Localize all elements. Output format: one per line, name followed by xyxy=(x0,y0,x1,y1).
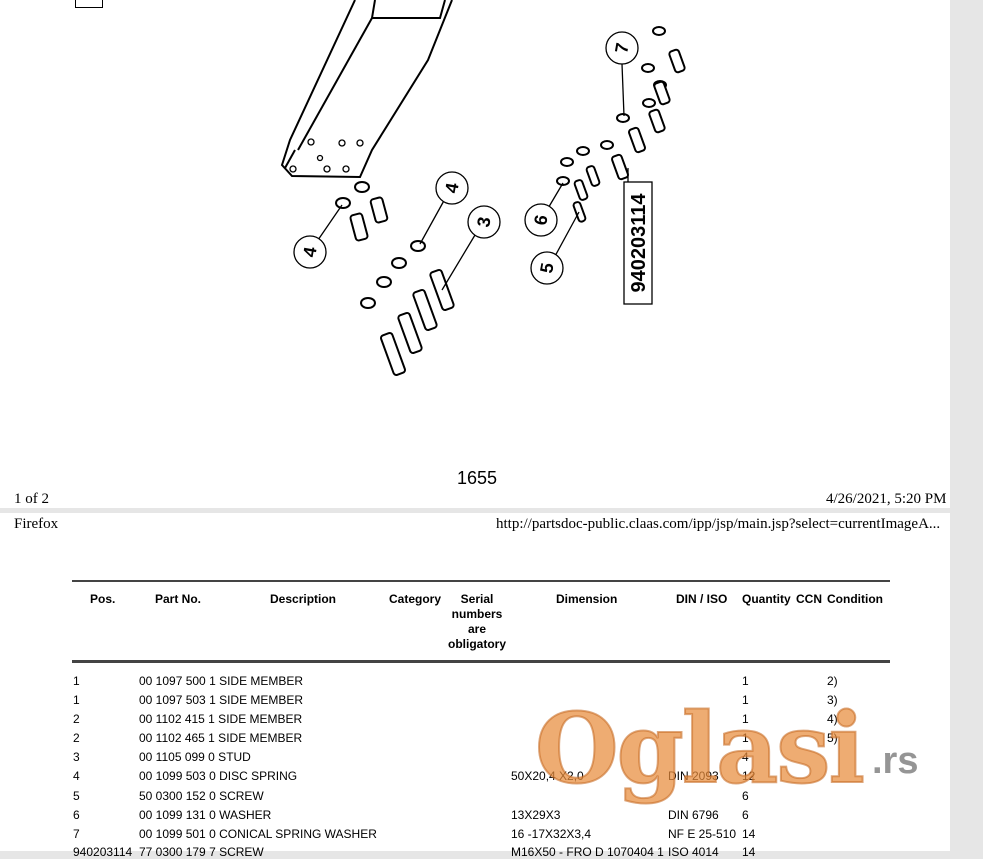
row-din: DIN 6796 xyxy=(668,808,719,822)
col-part-no: Part No. xyxy=(155,592,202,606)
pdf-page-2 xyxy=(0,513,950,851)
callout-7: 7 xyxy=(611,41,632,54)
row-pos: 4 xyxy=(73,769,80,783)
col-pos: Pos. xyxy=(90,592,116,606)
footer-page-count: 1 of 2 xyxy=(14,491,49,507)
row-qty: 1 xyxy=(742,674,749,688)
row-pos: 2 xyxy=(73,712,80,726)
pdf-page-1 xyxy=(0,0,950,508)
row-part: 00 1102 465 1 SIDE MEMBER xyxy=(139,731,303,745)
col-condition: Condition xyxy=(827,592,883,606)
callout-6: 6 xyxy=(530,213,551,226)
row-qty: 6 xyxy=(742,808,749,822)
header-url: http://partsdoc-public.claas.com/ipp/jsp… xyxy=(496,516,941,532)
row-din: NF E 25-510 xyxy=(668,827,737,841)
row-pos: 7 xyxy=(73,827,80,841)
col-serial: Serial numbers are obligatory xyxy=(447,592,506,651)
parts-diagram: 7 4 4 3 6 5 940203114 xyxy=(280,0,686,376)
watermark-tld: .rs xyxy=(872,740,919,782)
footer-datetime: 4/26/2021, 5:20 PM xyxy=(826,491,947,507)
row-dimension: 13X29X3 xyxy=(511,808,561,822)
row-pos: 1 xyxy=(73,693,80,707)
col-description: Description xyxy=(270,592,337,606)
page-number: 1655 xyxy=(457,468,498,488)
table-header-rule xyxy=(72,660,890,663)
col-quantity: Quantity xyxy=(742,592,791,606)
row-dimension: M16X50 - FRO D 1070404 1 xyxy=(511,845,664,859)
row-dimension: 16 -17X32X3,4 xyxy=(511,827,592,841)
row-dimension: 50X20,4 X2,0 xyxy=(511,769,584,783)
row-pos: 5 xyxy=(73,789,80,803)
row-cond: 5) xyxy=(827,731,838,745)
row-pos: 1 xyxy=(73,674,80,688)
row-pos: 6 xyxy=(73,808,80,822)
row-qty: 14 xyxy=(742,827,756,841)
row-pos: 3 xyxy=(73,750,80,764)
row-pos: 2 xyxy=(73,731,80,745)
row-part: 00 1099 131 0 WASHER xyxy=(139,808,272,822)
col-category: Category xyxy=(389,592,442,606)
callout-5: 5 xyxy=(536,261,557,274)
row-part: 00 1105 099 0 STUD xyxy=(139,750,251,764)
watermark-logo: Oglasi xyxy=(534,691,866,806)
row-qty: 1 xyxy=(742,712,749,726)
row-din: ISO 4014 xyxy=(668,845,719,859)
callout-4b: 4 xyxy=(441,181,462,194)
row-cond: 2) xyxy=(827,674,838,688)
row-part: 00 1097 500 1 SIDE MEMBER xyxy=(139,674,304,688)
row-cond: 4) xyxy=(827,712,838,726)
row-qty: 12 xyxy=(742,769,756,783)
part-number-label: 940203114 xyxy=(628,193,650,293)
row-qty: 1 xyxy=(742,693,749,707)
viewer-gutter xyxy=(950,0,983,851)
row-part: 00 1097 503 1 SIDE MEMBER xyxy=(139,693,304,707)
row-cond: 3) xyxy=(827,693,838,707)
table-top-rule xyxy=(72,580,890,582)
row-part: 77 0300 179 7 SCREW xyxy=(139,845,264,859)
row-part: 50 0300 152 0 SCREW xyxy=(139,789,264,803)
row-pos: 940203114 xyxy=(73,845,133,859)
figure-label-box xyxy=(75,0,103,8)
col-dimension: Dimension xyxy=(556,592,618,606)
row-part: 00 1099 501 0 CONICAL SPRING WASHER xyxy=(139,827,377,841)
row-part: 00 1102 415 1 SIDE MEMBER xyxy=(139,712,303,726)
callout-3: 3 xyxy=(473,215,494,228)
row-din: DIN 2093 xyxy=(668,769,719,783)
row-qty: 14 xyxy=(742,845,756,859)
row-qty: 4 xyxy=(742,750,749,764)
row-part: 00 1099 503 0 DISC SPRING xyxy=(139,769,298,783)
col-din: DIN / ISO xyxy=(676,592,728,606)
row-qty: 6 xyxy=(742,789,749,803)
col-ccn: CCN xyxy=(796,592,822,606)
header-browser: Firefox xyxy=(14,516,59,532)
row-qty: 1 xyxy=(742,731,749,745)
callout-4a: 4 xyxy=(299,245,320,258)
